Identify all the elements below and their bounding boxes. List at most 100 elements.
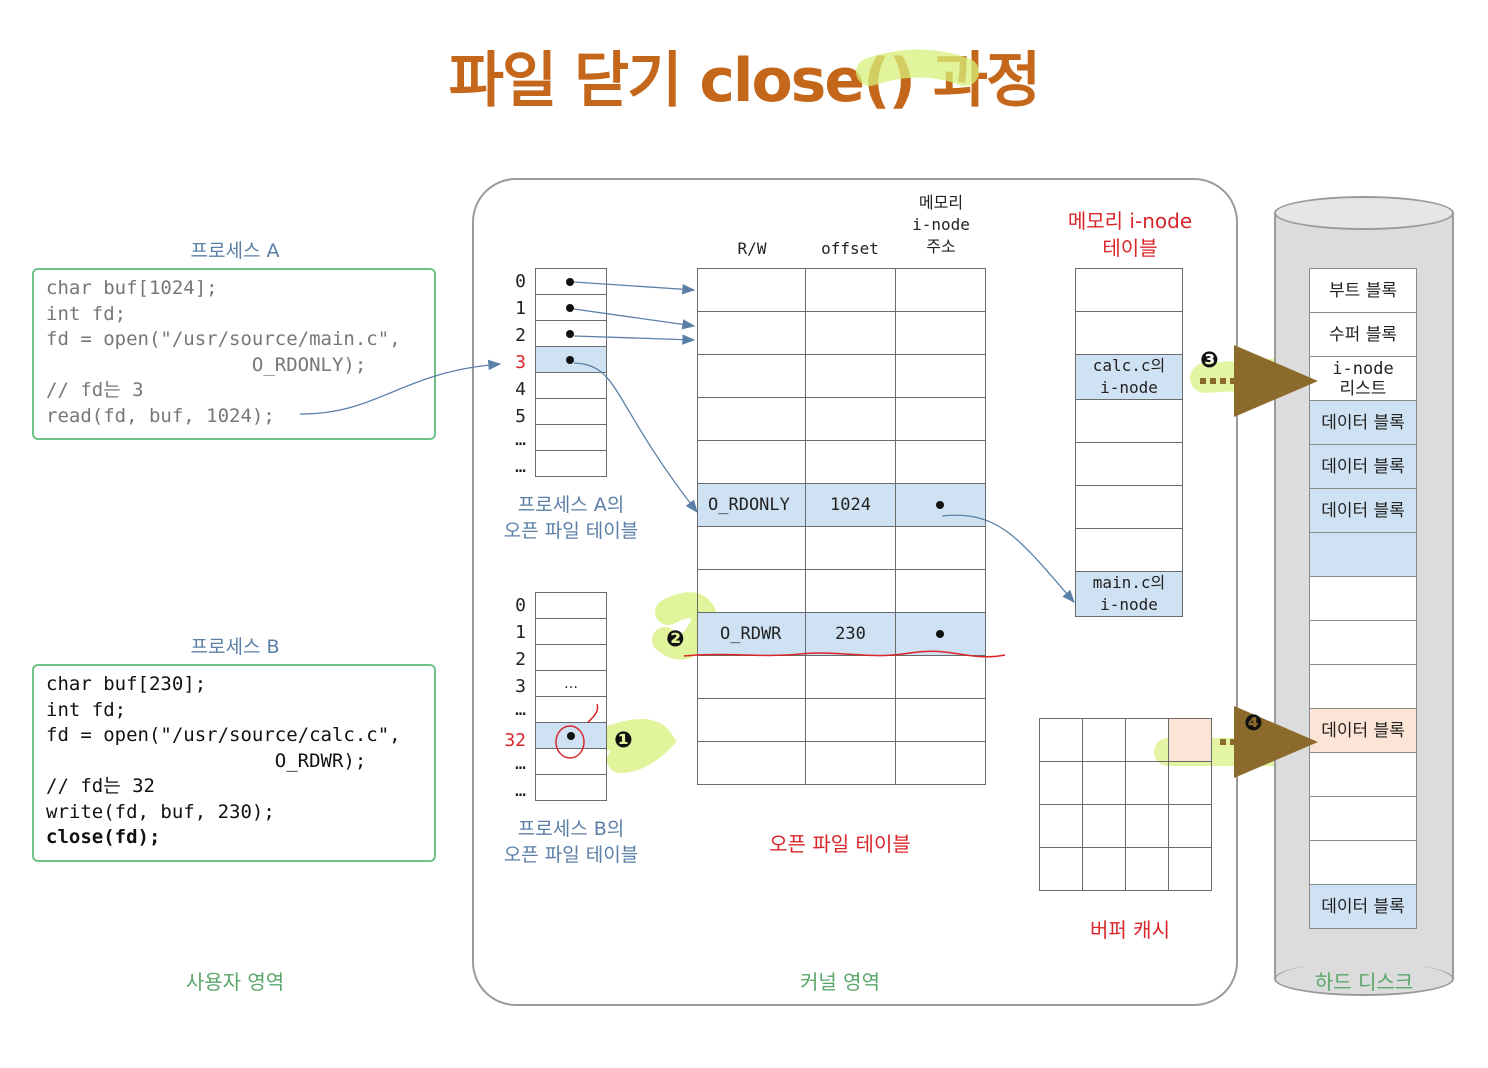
- open-file-table: O_RDONLY 1024 O_RDWR 230: [697, 268, 986, 785]
- strike-o-rdwr-row: [683, 650, 1006, 658]
- fd-slot: [535, 268, 607, 295]
- code-line: read(fd, buf, 1024);: [46, 404, 275, 427]
- fd-table-a: [535, 268, 607, 477]
- process-b-label: 프로세스 B: [190, 636, 280, 658]
- fd-slot: [535, 294, 607, 321]
- circle-fd32: [555, 725, 585, 759]
- fd-index: 4: [515, 379, 526, 400]
- data-block-empty: [1309, 532, 1417, 577]
- fd-index: 5: [515, 406, 526, 427]
- code-line: write(fd, buf, 230);: [46, 800, 275, 823]
- arrow-entry-to-main-inode: [941, 514, 1075, 603]
- header-rw: R/W: [737, 239, 767, 258]
- inode-addr-cell: [895, 483, 986, 527]
- fd-index: 32: [504, 730, 526, 751]
- caption-line: 프로세스 B의: [517, 818, 625, 840]
- data-block: 데이터 블록: [1309, 444, 1417, 489]
- cell-line: i-node: [1332, 358, 1394, 379]
- open-file-row-a: O_RDONLY 1024: [697, 483, 986, 527]
- code-line: int fd;: [46, 698, 127, 721]
- fd-index: 0: [515, 595, 526, 616]
- title-line: 메모리 i-node: [1067, 209, 1193, 233]
- header-address: 메모리 i-node 주소: [896, 192, 986, 258]
- fd-index: …: [515, 456, 526, 477]
- caption-line: 오픈 파일 테이블: [503, 844, 639, 866]
- offset-cell: 230: [805, 612, 896, 656]
- boot-block: 부트 블록: [1309, 268, 1417, 313]
- header-line: 메모리: [918, 193, 964, 212]
- arrow-fd2: [573, 334, 696, 345]
- header-line: 주소: [926, 237, 956, 256]
- code-line: fd = open("/usr/source/calc.c",: [46, 724, 401, 746]
- data-block: 데이터 블록: [1309, 884, 1417, 929]
- code-line: // fd는 32: [46, 775, 155, 797]
- fd-index: 3: [515, 676, 526, 697]
- fd-index: …: [515, 753, 526, 774]
- fd-table-b: …: [535, 592, 607, 801]
- calc-inode-cell: calc.c의 i-node: [1075, 354, 1183, 400]
- data-block-pink: 데이터 블록: [1309, 708, 1417, 753]
- data-block: 데이터 블록: [1309, 488, 1417, 533]
- user-area-label: 사용자 영역: [185, 970, 285, 994]
- code-line: int fd;: [46, 302, 127, 325]
- hard-disk-top: [1274, 196, 1454, 230]
- arrow-fd1: [573, 308, 696, 330]
- fd-index: 3: [515, 352, 526, 373]
- offset-cell: 1024: [805, 483, 896, 527]
- fd-slot-ellipsis: …: [564, 675, 578, 692]
- step-2-marker: ❷: [666, 627, 685, 652]
- cell-line: main.c의: [1092, 573, 1166, 592]
- data-block: 데이터 블록: [1309, 400, 1417, 445]
- cell-line: calc.c의: [1092, 356, 1166, 375]
- fd-index: 1: [515, 298, 526, 319]
- inode-addr-cell: [895, 612, 986, 656]
- fd-table-a-caption: 프로세스 A의 오픈 파일 테이블: [476, 492, 666, 544]
- tick-fd32: [587, 703, 599, 723]
- header-offset: offset: [821, 239, 879, 258]
- kernel-area: [472, 178, 1238, 1006]
- rw-cell: O_RDWR: [697, 612, 806, 656]
- code-line: // fd는 3: [46, 379, 144, 401]
- step-4-marker: ❹: [1244, 711, 1263, 736]
- arrow-fd3-to-entry: [573, 362, 698, 514]
- code-line: char buf[1024];: [46, 277, 218, 299]
- buffer-cache-grid: [1039, 718, 1212, 891]
- fd-table-b-caption: 프로세스 B의 오픈 파일 테이블: [476, 816, 666, 868]
- arrow-fd0: [573, 281, 696, 295]
- fd-index: …: [515, 780, 526, 801]
- code-line: O_RDONLY);: [46, 353, 367, 376]
- caption-line: 프로세스 A의: [517, 494, 625, 516]
- fd-slot: [535, 644, 607, 671]
- fd-index: 2: [515, 649, 526, 670]
- fd-index: 1: [515, 622, 526, 643]
- disk-block: [1309, 664, 1417, 709]
- process-a-label: 프로세스 A: [190, 240, 280, 262]
- arrow-read-to-fd3: [299, 359, 502, 415]
- process-a-code: char buf[1024]; int fd; fd = open("/usr/…: [32, 268, 436, 440]
- code-line-close: close(fd);: [46, 826, 161, 848]
- step-1-marker: ❶: [614, 728, 633, 753]
- fd-slot: [535, 774, 607, 801]
- code-line: fd = open("/usr/source/main.c",: [46, 328, 401, 350]
- code-line: O_RDWR);: [46, 749, 367, 772]
- fd-slot: [535, 450, 607, 477]
- buffer-cache-used-block: [1168, 718, 1212, 762]
- caption-line: 오픈 파일 테이블: [503, 520, 639, 542]
- rw-cell: O_RDONLY: [697, 483, 806, 527]
- cell-line: i-node: [1100, 378, 1158, 397]
- hard-disk-bottom: [1274, 962, 1454, 996]
- inode-table-title: 메모리 i-node 테이블: [1040, 208, 1220, 262]
- code-line: char buf[230];: [46, 673, 207, 695]
- fd-slot: [535, 424, 607, 451]
- hard-disk-caption: 하드 디스크: [1314, 970, 1414, 994]
- process-b-code: char buf[230]; int fd; fd = open("/usr/s…: [32, 664, 436, 862]
- step-3-marker: ❸: [1200, 348, 1219, 373]
- fd-slot: [535, 398, 607, 425]
- header-line: i-node: [912, 215, 970, 234]
- cell-line: 리스트: [1339, 378, 1387, 399]
